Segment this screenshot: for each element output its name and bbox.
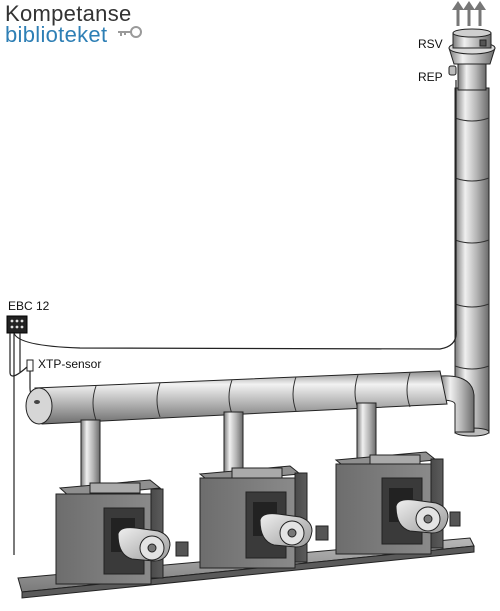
connector-pipes xyxy=(80,402,377,493)
boiler-2 xyxy=(198,465,329,569)
label-rep: REP xyxy=(418,70,443,84)
exhaust-arrows xyxy=(452,1,486,26)
chimney-fan-rsv xyxy=(448,28,496,91)
label-xtp-sensor: XTP-sensor xyxy=(38,357,102,371)
label-ebc: EBC 12 xyxy=(8,299,50,313)
ebc-controller xyxy=(6,315,28,334)
boiler-3 xyxy=(334,451,461,555)
up-arrow-icon xyxy=(452,1,464,26)
logo: Kompetanse biblioteket xyxy=(5,3,132,46)
logo-text-biblioteket: biblioteket xyxy=(5,22,108,47)
label-rsv: RSV xyxy=(418,37,443,51)
logo-text-kompetanse: Kompetanse xyxy=(5,1,132,26)
rep-sensor xyxy=(448,65,457,76)
xtp-sensor xyxy=(9,333,37,555)
collector-pipe xyxy=(25,370,448,425)
boiler-1 xyxy=(55,479,189,585)
control-cable xyxy=(13,80,457,350)
up-arrow-icon xyxy=(463,1,475,26)
key-icon xyxy=(118,26,142,38)
up-arrow-icon xyxy=(474,1,486,26)
